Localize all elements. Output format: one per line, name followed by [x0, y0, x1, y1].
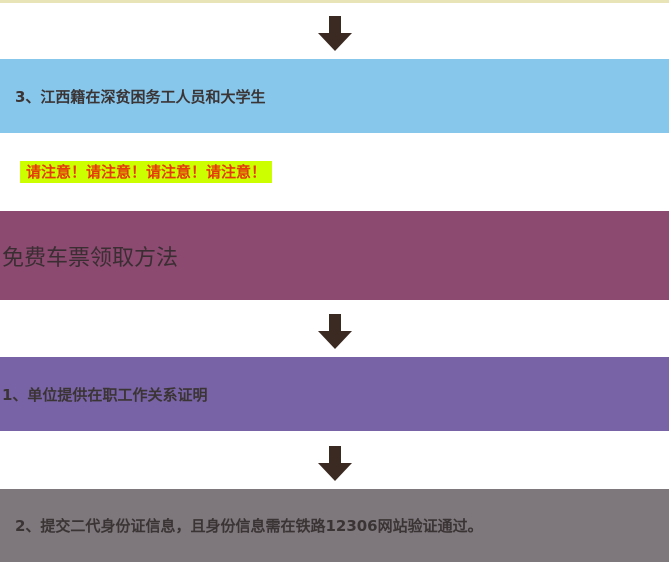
down-arrow-icon — [318, 446, 352, 484]
step-2-text: 2、提交二代身份证信息，且身份信息需在铁路12306网站验证通过。 — [15, 517, 483, 535]
step-1-band: 1、单位提供在职工作关系证明 — [0, 357, 669, 431]
step-2-band: 2、提交二代身份证信息，且身份信息需在铁路12306网站验证通过。 — [0, 489, 669, 562]
top-divider — [0, 0, 669, 3]
eligibility-item-3-text: 3、江西籍在深贫困务工人员和大学生 — [15, 87, 266, 106]
step-1-text: 1、单位提供在职工作关系证明 — [2, 385, 208, 404]
method-title-band: 免费车票领取方法 — [0, 211, 669, 300]
eligibility-item-3-band: 3、江西籍在深贫困务工人员和大学生 — [0, 59, 669, 133]
attention-notice: 请注意！请注意！请注意！请注意！ — [20, 161, 273, 183]
down-arrow-icon — [318, 314, 352, 352]
method-title: 免费车票领取方法 — [2, 245, 179, 271]
down-arrow-icon — [318, 16, 352, 54]
